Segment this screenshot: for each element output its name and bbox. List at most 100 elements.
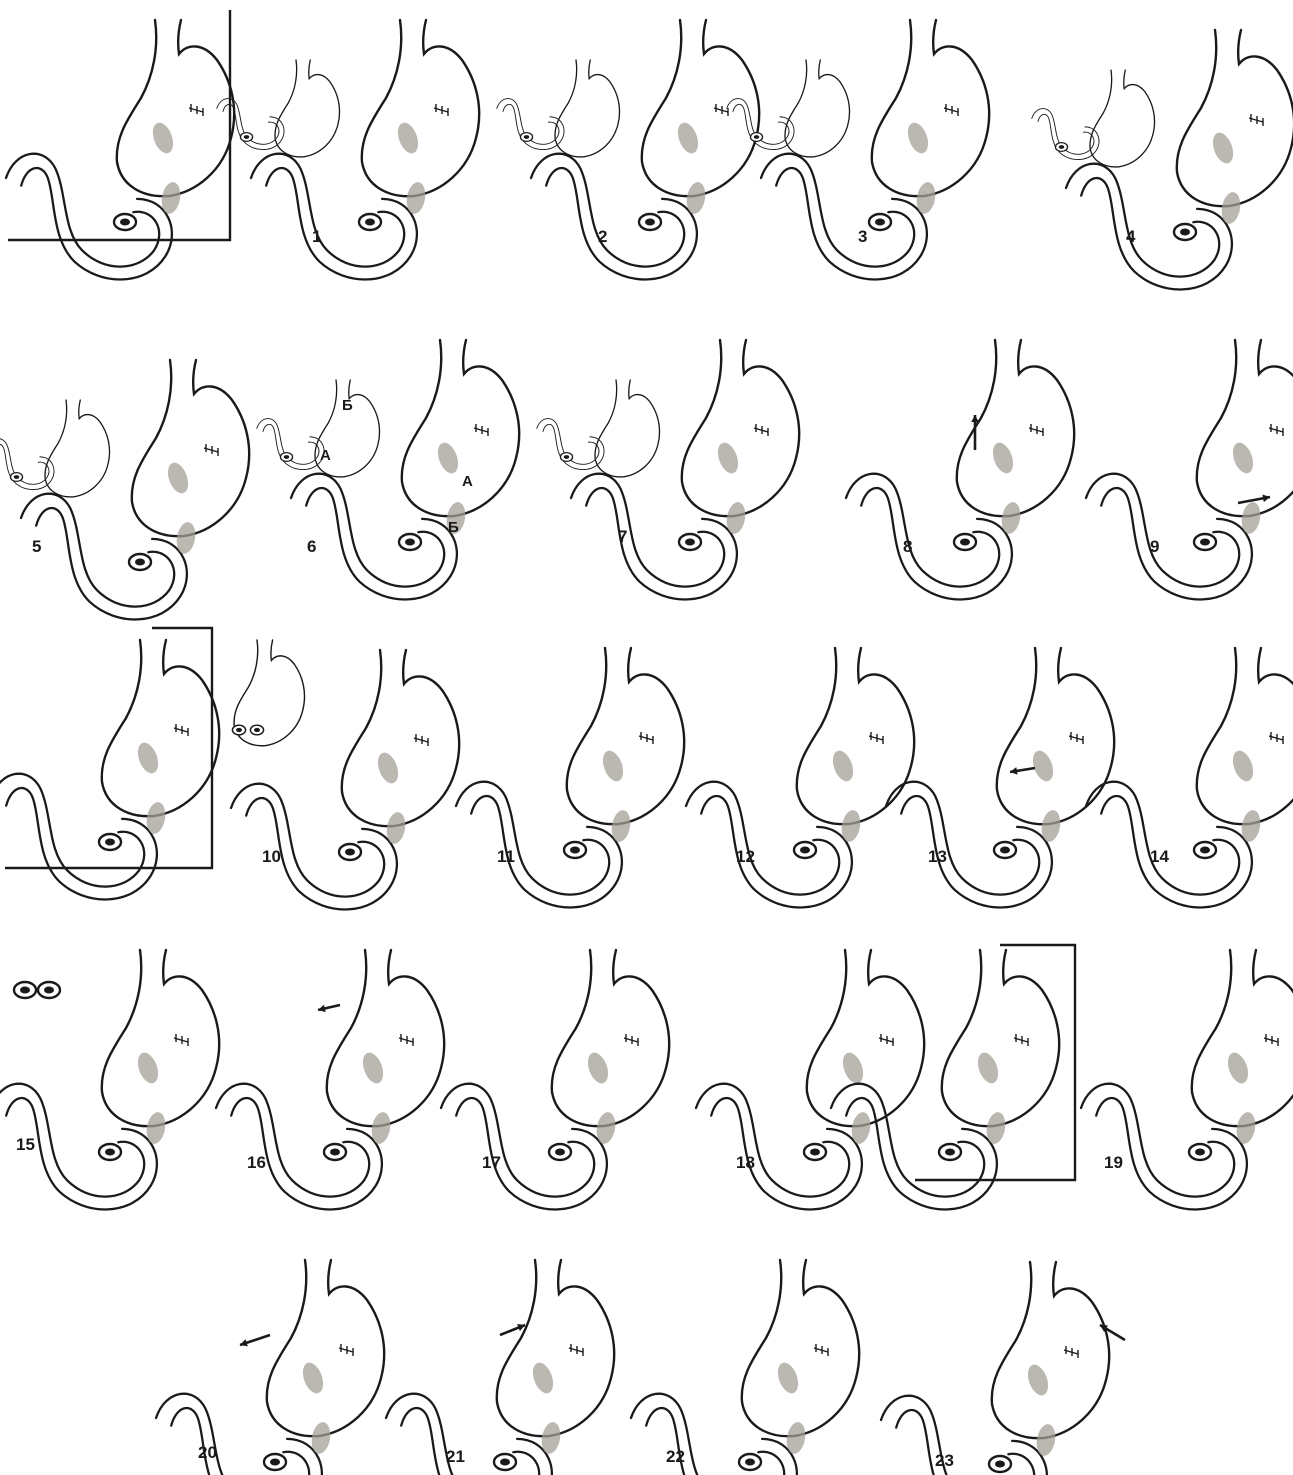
jejunal-loop: [886, 782, 1052, 908]
stomach-outline: [132, 360, 249, 536]
bowel-stump: [1055, 143, 1067, 152]
stomach-outline: [1197, 340, 1293, 516]
anastomosis-shading: [1029, 748, 1057, 784]
bowel-stump: [339, 844, 361, 860]
stomach-outline: [595, 380, 660, 477]
scheme-drawing: [831, 950, 1059, 1209]
figure-number: 12: [736, 847, 755, 866]
stomach-outline: [1090, 70, 1155, 167]
scheme-drawing: [761, 20, 989, 279]
scheme-drawing: [1086, 340, 1293, 599]
scheme-drawing: [531, 20, 759, 279]
fig6-label-a: А: [320, 447, 331, 464]
stomach-outline: [992, 1262, 1109, 1438]
scheme-drawing: [571, 340, 799, 599]
anastomosis-shading: [904, 120, 932, 156]
suture-line: [879, 1034, 893, 1046]
stomach-outline: [342, 650, 459, 826]
scheme-drawing: [231, 650, 459, 909]
jejunal-loop: [217, 99, 284, 150]
anastomosis-shading: [164, 460, 192, 496]
scheme-drawing: [156, 1260, 384, 1475]
anastomosis-shading: [1229, 748, 1257, 784]
stomach-outline: [102, 640, 219, 816]
suture-line: [174, 724, 188, 736]
bowel-stump: [14, 982, 36, 998]
bowel-stump: [549, 1144, 571, 1160]
resected-segment-inset: [1032, 70, 1155, 167]
figure-number: 17: [482, 1153, 501, 1172]
fig6-label-b: Б: [448, 519, 459, 536]
pouch-inset: [232, 640, 304, 746]
anastomosis-shading: [434, 440, 462, 476]
stomach-outline: [642, 20, 759, 196]
suture-line: [814, 1344, 828, 1356]
figure-number: 10: [262, 847, 281, 866]
bowel-stump: [129, 554, 151, 570]
resected-segment-inset: [537, 380, 660, 477]
jejunal-loop: [257, 419, 324, 470]
suture-line: [944, 104, 958, 116]
jejunal-loop: [831, 1084, 997, 1210]
bowel-stump: [280, 453, 292, 462]
bowel-stump: [679, 534, 701, 550]
resected-segment-inset: [727, 60, 850, 157]
scheme-drawing: [886, 648, 1114, 907]
figure-number: 11: [497, 847, 515, 866]
bowel-stump: [750, 133, 762, 142]
bowel-stump: [99, 1144, 121, 1160]
bowel-stump: [989, 1456, 1011, 1472]
anastomosis-shading: [529, 1360, 557, 1396]
jejunal-loop: [686, 782, 852, 908]
bowel-stump: [1194, 842, 1216, 858]
jejunal-loop: [456, 782, 622, 908]
jejunal-loop: [1066, 164, 1232, 290]
suture-line: [414, 734, 428, 746]
anastomosis-shading: [359, 1050, 387, 1086]
suture-line: [174, 1034, 188, 1046]
figure-number: 8: [903, 537, 912, 556]
bowel-stump: [240, 133, 252, 142]
anastomosis-shading: [774, 1360, 802, 1396]
suture-line: [1069, 732, 1083, 744]
bowel-stump: [1189, 1144, 1211, 1160]
stomach-outline: [872, 20, 989, 196]
scheme-drawing: [1066, 30, 1293, 289]
figure-number: 13: [928, 847, 947, 866]
bowel-stump: [324, 1144, 346, 1160]
suture-line: [474, 424, 488, 436]
jejunal-loop: [1081, 1084, 1247, 1210]
stomach-outline: [497, 1260, 614, 1436]
bowel-piece-inset: [14, 982, 60, 998]
stomach-outline: [997, 648, 1114, 824]
scheme-drawing: [881, 1262, 1109, 1475]
anastomosis-shading: [974, 1050, 1002, 1086]
stomach-outline: [555, 60, 620, 157]
stomach-outline: [267, 1260, 384, 1436]
bowel-stump: [250, 725, 263, 735]
anastomosis-shading: [1224, 1050, 1252, 1086]
suture-line: [339, 1344, 353, 1356]
stomach-outline: [1177, 30, 1293, 206]
figure-number: 23: [935, 1451, 954, 1470]
anastomosis-shading: [394, 120, 422, 156]
stomach-outline: [942, 950, 1059, 1126]
bowel-stump: [994, 842, 1016, 858]
suture-line: [1269, 424, 1283, 436]
bowel-stump: [359, 214, 381, 230]
bowel-stump: [954, 534, 976, 550]
suture-line: [1249, 114, 1263, 126]
jejunal-loop: [216, 1084, 382, 1210]
suture-line: [569, 1344, 583, 1356]
figure-number: 9: [1150, 537, 1159, 556]
stomach-outline: [275, 60, 340, 157]
scheme-drawing: [386, 1260, 614, 1475]
anastomosis-shading: [584, 1050, 612, 1086]
figure-number: 19: [1104, 1153, 1123, 1172]
bowel-stump: [399, 534, 421, 550]
jejunal-loop: [21, 494, 187, 620]
bowel-stump: [560, 453, 572, 462]
scheme-drawing: [696, 950, 924, 1209]
figure-number: 3: [858, 227, 867, 246]
figure-number: 1: [312, 227, 321, 246]
